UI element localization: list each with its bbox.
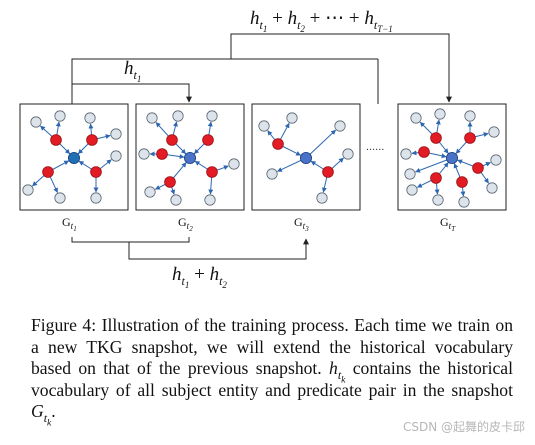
leaf-node — [170, 194, 182, 206]
leaf-node — [406, 184, 418, 196]
subject-node — [164, 176, 176, 188]
subject-node — [322, 166, 334, 178]
leaf-node — [488, 126, 500, 138]
leaf-node — [258, 120, 270, 132]
subject-node — [272, 138, 284, 150]
training-process-figure: ht1 + ht2 + ⋯ + htT−1 ht1 ht1 + ht2 ....… — [19, 8, 507, 293]
leaf-node — [316, 192, 328, 204]
ellipsis: ...... — [366, 141, 384, 153]
leaf-node — [266, 168, 278, 180]
leaf-node — [84, 112, 96, 124]
leaf-node — [54, 110, 66, 122]
caption-g-subsub: k — [47, 417, 52, 429]
caption-suffix: . — [51, 401, 56, 422]
leaf-node — [30, 116, 42, 128]
caption-h-sub: t — [337, 367, 342, 382]
leaf-node — [22, 184, 34, 196]
subject-node — [472, 162, 484, 174]
snapshot-label-2: Gt2 — [178, 215, 193, 233]
leaf-node — [138, 148, 150, 160]
mid-formula: ht1 — [124, 58, 141, 84]
connector-lines — [71, 33, 452, 260]
leaf-node — [172, 110, 184, 122]
leaf-node — [342, 148, 354, 160]
subject-node — [464, 132, 476, 144]
svg-text:ht1 + ht2 + ⋯ +: ht1 + ht2 + ⋯ + htT−1 — [250, 8, 393, 37]
graph-edge — [305, 129, 336, 159]
graph-edge — [415, 157, 453, 173]
leaf-node — [400, 148, 412, 160]
mid-connector — [72, 83, 192, 103]
leaf-node — [464, 110, 476, 122]
caption-g-symbol: G — [31, 401, 44, 422]
subject-node — [418, 146, 430, 158]
subject-node — [430, 132, 442, 144]
leaf-node — [486, 182, 498, 194]
svg-text:ht1: ht1 — [124, 58, 141, 84]
subject-node — [50, 134, 62, 146]
subject-node — [206, 166, 218, 178]
caption-g-sub: t — [43, 410, 48, 425]
svg-text:ht1 + ht2: ht1 + ht2 — [172, 264, 227, 293]
snapshot-label-1: Gt1 — [62, 215, 77, 233]
leaf-node — [110, 128, 122, 140]
snapshot-4 — [397, 103, 507, 211]
snapshot-label-4: GtT — [440, 215, 456, 233]
caption-h-symbol: h — [329, 358, 338, 378]
subject-node — [456, 176, 468, 188]
subject-node — [42, 166, 54, 178]
subject-node — [86, 134, 98, 146]
leaf-node — [90, 192, 102, 204]
subject-node — [90, 166, 102, 178]
subject-node — [430, 172, 442, 184]
top-formula: ht1 + ht2 + ⋯ + htT−1 — [250, 8, 393, 37]
bottom-connector-down — [128, 238, 309, 260]
leaf-node — [206, 110, 218, 122]
leaf-node — [432, 194, 444, 206]
leaf-node — [204, 194, 216, 206]
watermark: CSDN @起舞的皮卡邱 — [402, 420, 525, 434]
leaf-node — [434, 108, 446, 120]
leaf-node — [54, 192, 66, 204]
center-node — [68, 151, 81, 164]
snapshot-2 — [135, 103, 245, 211]
snapshot-label-3: Gt3 — [294, 215, 309, 233]
leaf-node — [146, 112, 158, 124]
center-node — [299, 151, 312, 164]
caption-middle: contains the historical vocabulary of al… — [31, 358, 513, 400]
center-node — [445, 151, 458, 164]
leaf-node — [144, 186, 156, 198]
subject-node — [202, 134, 214, 146]
leaf-node — [110, 150, 122, 162]
snapshot-1 — [19, 103, 129, 211]
snapshot-group — [19, 103, 507, 211]
leaf-node — [286, 112, 298, 124]
leaf-node — [334, 120, 346, 132]
leaf-node — [404, 168, 416, 180]
snapshot-3 — [251, 103, 361, 211]
leaf-node — [228, 158, 240, 170]
caption-prefix: Figure 4: Illustration of the training p… — [31, 315, 513, 378]
top-connector — [71, 33, 452, 104]
leaf-node — [490, 154, 502, 166]
bottom-connector — [71, 237, 190, 243]
figure-caption: Figure 4: Illustration of the training p… — [31, 315, 513, 428]
subject-node — [166, 134, 178, 146]
leaf-node — [458, 196, 470, 208]
center-node — [183, 151, 196, 164]
snapshot-labels: Gt1 Gt2 Gt3 GtT — [62, 215, 456, 233]
subject-node — [156, 148, 168, 160]
leaf-node — [410, 112, 422, 124]
bottom-formula: ht1 + ht2 — [172, 264, 227, 293]
